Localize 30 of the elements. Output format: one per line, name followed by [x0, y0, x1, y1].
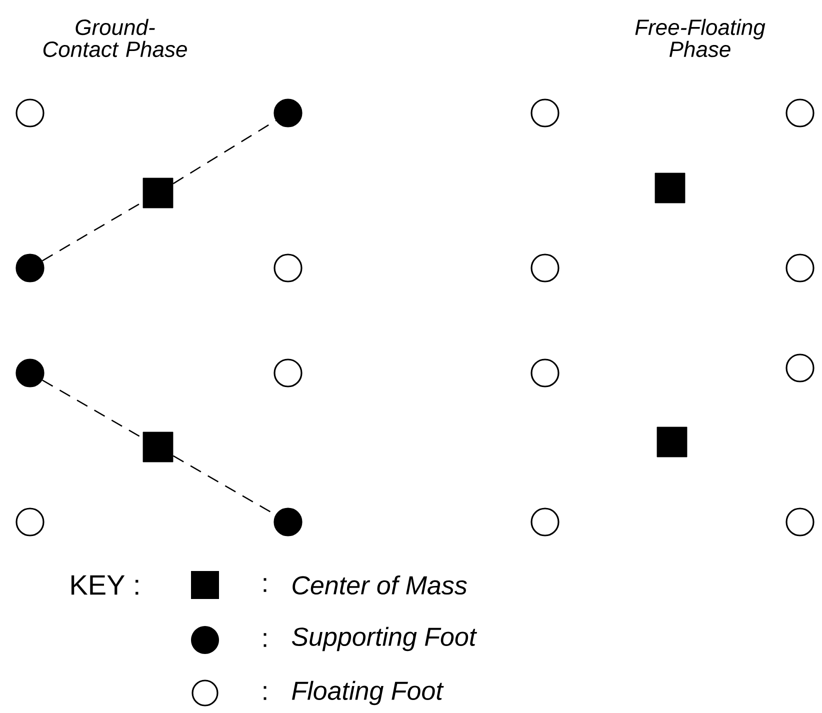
filled-square: [656, 426, 688, 458]
colon: :: [264, 578, 266, 592]
hollow-circle: [16, 98, 44, 128]
hollow-circle: [786, 254, 814, 282]
filled-circle: [274, 98, 302, 128]
legend-text: Floating Foot: [292, 680, 444, 706]
colon: :: [264, 633, 266, 647]
filled-circle: [16, 254, 44, 282]
legend-text: Supporting Foot: [292, 626, 478, 652]
hollow-circle: [16, 508, 44, 536]
phase-heading: Ground-Contact Phase: [43, 18, 187, 58]
dashed-line: [172, 120, 276, 184]
filled-square: [142, 432, 174, 462]
colon: :: [264, 686, 266, 700]
hollow-circle: [786, 354, 814, 382]
key-label: KEY :: [72, 575, 138, 595]
filled-square: [142, 178, 174, 208]
hollow-circle: [530, 98, 560, 128]
hollow-circle: [530, 508, 560, 536]
filled-square: [654, 172, 686, 204]
hollow-circle: [530, 358, 560, 388]
hollow-circle: [786, 98, 814, 128]
filled-circle: [274, 508, 302, 536]
filled-circle: [16, 358, 44, 388]
phase-heading: Free-Floating Phase: [635, 18, 766, 58]
legend-text: Center of Mass: [292, 575, 467, 595]
hollow-circle: [786, 508, 814, 536]
hollow-circle: [274, 358, 302, 388]
hollow-circle: [530, 254, 560, 282]
hollow-circle: [274, 254, 302, 282]
